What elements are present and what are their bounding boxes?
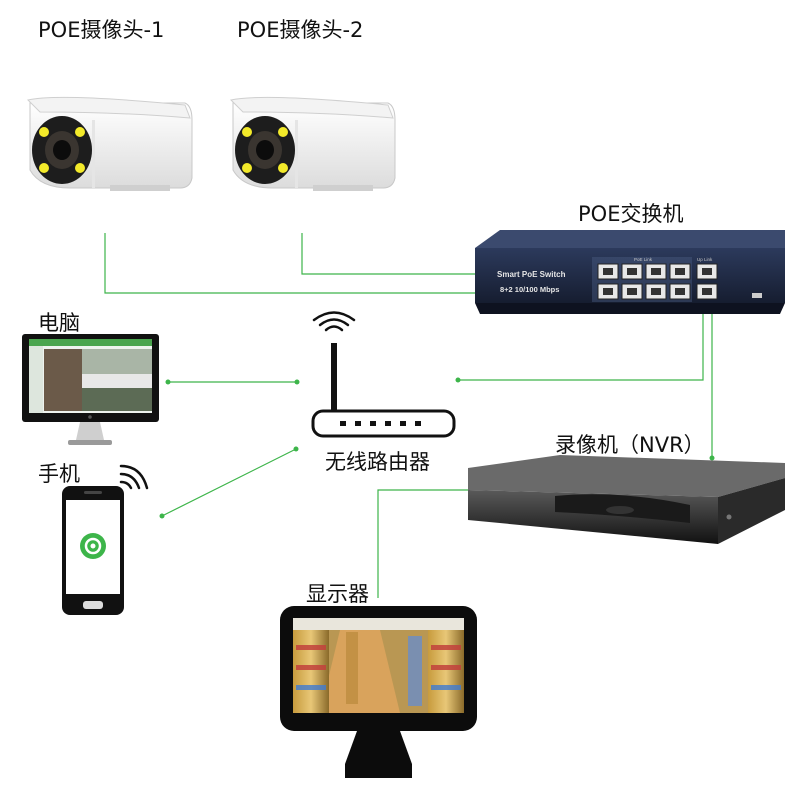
line-phone-router — [161, 448, 297, 517]
phone-icon — [62, 464, 149, 615]
line-nvr-monitor — [377, 489, 470, 598]
dot-computer — [165, 379, 171, 385]
monitor-icon — [280, 606, 477, 778]
wireless-router-icon — [311, 311, 456, 438]
camera2-label: POE摄像头-2 — [237, 18, 364, 42]
camera2-icon — [229, 96, 396, 191]
camera1-icon — [26, 96, 193, 191]
nvr-icon — [468, 455, 785, 544]
switch-panel-spec: 8+2 10/100 Mbps — [500, 285, 559, 294]
dot-nvr — [709, 455, 715, 461]
computer-icon — [22, 334, 159, 445]
computer-label: 电脑 — [38, 311, 80, 335]
switch-label: POE交换机 — [578, 202, 684, 226]
dot-phone — [159, 513, 165, 519]
line-switch-router — [458, 287, 704, 381]
switch-uplink-label: Up Link — [697, 257, 713, 262]
dot-router-right — [455, 377, 461, 383]
phone-label: 手机 — [38, 462, 80, 486]
dot-router-left — [294, 379, 300, 385]
nvr-label: 录像机（NVR） — [555, 433, 705, 457]
poe-switch-icon — [475, 230, 785, 314]
switch-port-group-label: PoE Link — [634, 257, 653, 262]
connection-dots — [159, 377, 715, 519]
line-camera1-switch — [104, 233, 610, 294]
dot-router-bottom — [293, 446, 299, 452]
switch-panel-text: Smart PoE Switch — [497, 270, 566, 279]
connection-lines — [104, 233, 713, 598]
monitor-label: 显示器 — [306, 582, 369, 606]
camera1-label: POE摄像头-1 — [38, 18, 165, 42]
router-label: 无线路由器 — [325, 450, 430, 474]
